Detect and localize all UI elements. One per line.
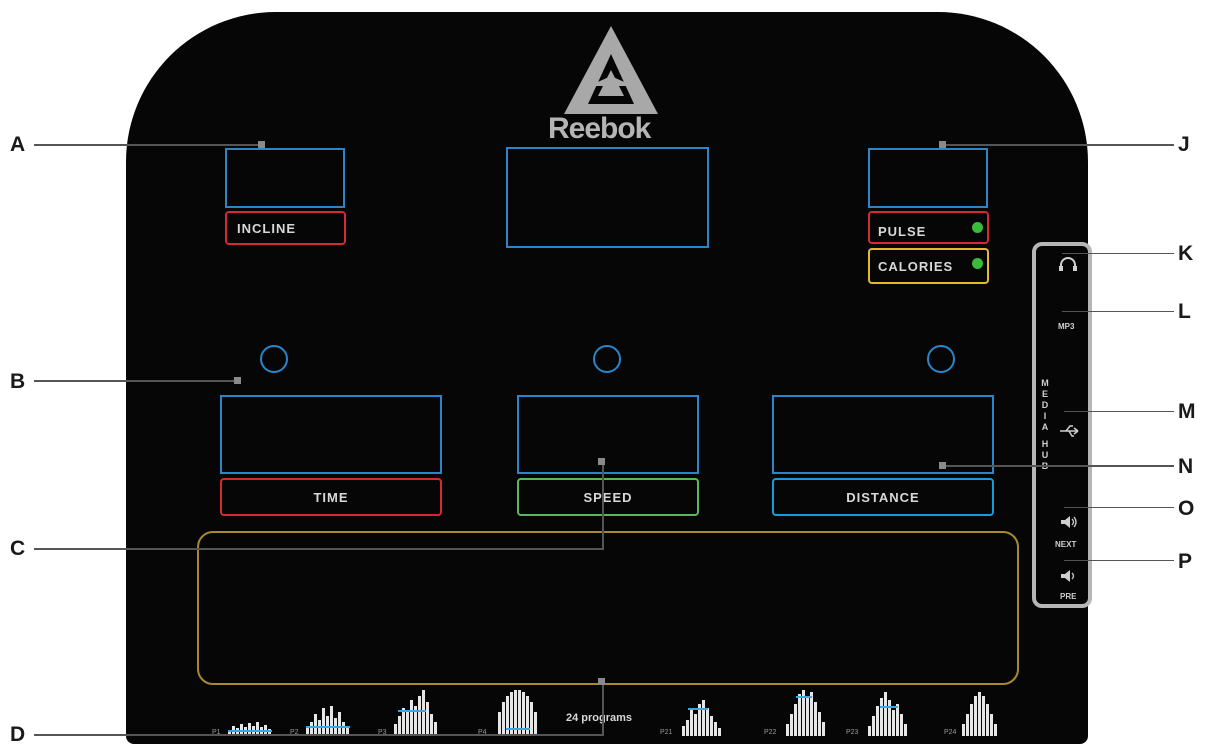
reebok-delta-logo — [564, 26, 658, 114]
marker-b — [234, 377, 241, 384]
pulse-calories-display — [868, 148, 988, 208]
marker-c — [598, 458, 605, 465]
media-hub-letter: E — [1041, 389, 1048, 399]
program-thumb-p23 — [868, 692, 908, 736]
program-label-p4: P4 — [478, 729, 487, 736]
program-label-p3: P3 — [378, 729, 387, 736]
time-knob[interactable] — [260, 345, 288, 373]
speed-label: SPEED — [517, 478, 699, 516]
media-hub-letter: M — [1041, 378, 1049, 388]
leader-line-b — [34, 380, 236, 382]
program-matrix-display — [197, 531, 1019, 685]
speed-knob[interactable] — [593, 345, 621, 373]
pre-label[interactable]: PRE — [1060, 592, 1077, 601]
incline-label: INCLINE — [225, 211, 346, 245]
calories-label: CALORIES — [868, 248, 989, 284]
distance-display — [772, 395, 994, 474]
leader-line-l — [1062, 311, 1174, 312]
pulse-label: PULSE — [868, 211, 989, 244]
program-thumb-p24 — [962, 692, 998, 736]
brand-wordmark: Reebok — [548, 112, 651, 145]
marker-n — [939, 462, 946, 469]
callout-a: A — [10, 133, 26, 156]
media-hub-panel — [1032, 242, 1092, 608]
program-thumb-p3 — [394, 690, 438, 736]
callout-d: D — [10, 723, 26, 746]
program-thumb-p21 — [682, 700, 722, 736]
program-label-p2: P2 — [290, 729, 299, 736]
media-hub-letter: D — [1041, 400, 1049, 410]
media-hub-letter: U — [1041, 450, 1049, 460]
callout-p: P — [1178, 550, 1193, 573]
leader-line-c-v — [602, 461, 604, 550]
leader-line-k — [1062, 253, 1174, 254]
leader-line-d-h — [34, 734, 604, 736]
callout-j: J — [1178, 133, 1190, 156]
marker-j — [939, 141, 946, 148]
callout-l: L — [1178, 300, 1191, 323]
programs-note: 24 programs — [566, 712, 633, 724]
program-label-p23: P23 — [846, 729, 859, 736]
callout-m: M — [1178, 400, 1196, 423]
leader-line-p — [1064, 560, 1174, 561]
program-label-p21: P21 — [660, 729, 673, 736]
marker-d — [598, 678, 605, 685]
callout-k: K — [1178, 242, 1194, 265]
program-label-p22: P22 — [764, 729, 777, 736]
program-label-p1: P1 — [212, 729, 221, 736]
speaker-next-icon[interactable] — [1060, 516, 1078, 528]
leader-line-j — [942, 144, 1174, 146]
program-thumb-p4 — [498, 690, 538, 736]
time-label: TIME — [220, 478, 442, 516]
speed-display — [517, 395, 699, 474]
leader-line-n — [942, 465, 1174, 467]
speaker-pre-icon[interactable] — [1060, 570, 1078, 582]
leader-line-o — [1064, 507, 1174, 508]
distance-label: DISTANCE — [772, 478, 994, 516]
media-hub-letter: I — [1043, 411, 1047, 421]
distance-knob[interactable] — [927, 345, 955, 373]
marker-a — [258, 141, 265, 148]
callout-o: O — [1178, 497, 1195, 520]
main-display — [506, 147, 709, 248]
calories-indicator — [972, 258, 983, 269]
usb-icon[interactable] — [1058, 424, 1080, 438]
time-display — [220, 395, 442, 474]
callout-b: B — [10, 370, 26, 393]
leader-line-a — [34, 144, 260, 146]
pulse-indicator — [972, 222, 983, 233]
callout-n: N — [1178, 455, 1194, 478]
callout-c: C — [10, 537, 26, 560]
media-hub-letter: H — [1041, 439, 1049, 449]
headphone-icon[interactable] — [1058, 256, 1078, 272]
leader-line-c-h — [34, 548, 604, 550]
incline-display — [225, 148, 345, 208]
treadmill-console — [126, 12, 1088, 744]
program-thumb-p22 — [786, 690, 826, 736]
leader-line-d-v — [602, 680, 604, 736]
program-label-p24: P24 — [944, 729, 957, 736]
next-label[interactable]: NEXT — [1055, 540, 1077, 549]
program-thumb-p1 — [228, 708, 272, 736]
media-hub-letter: A — [1041, 422, 1049, 432]
leader-line-m — [1064, 411, 1174, 412]
media-hub-title: M E D I A H U B — [1039, 378, 1051, 472]
program-thumb-p2 — [306, 702, 350, 736]
mp3-label[interactable]: MP3 — [1058, 322, 1075, 331]
